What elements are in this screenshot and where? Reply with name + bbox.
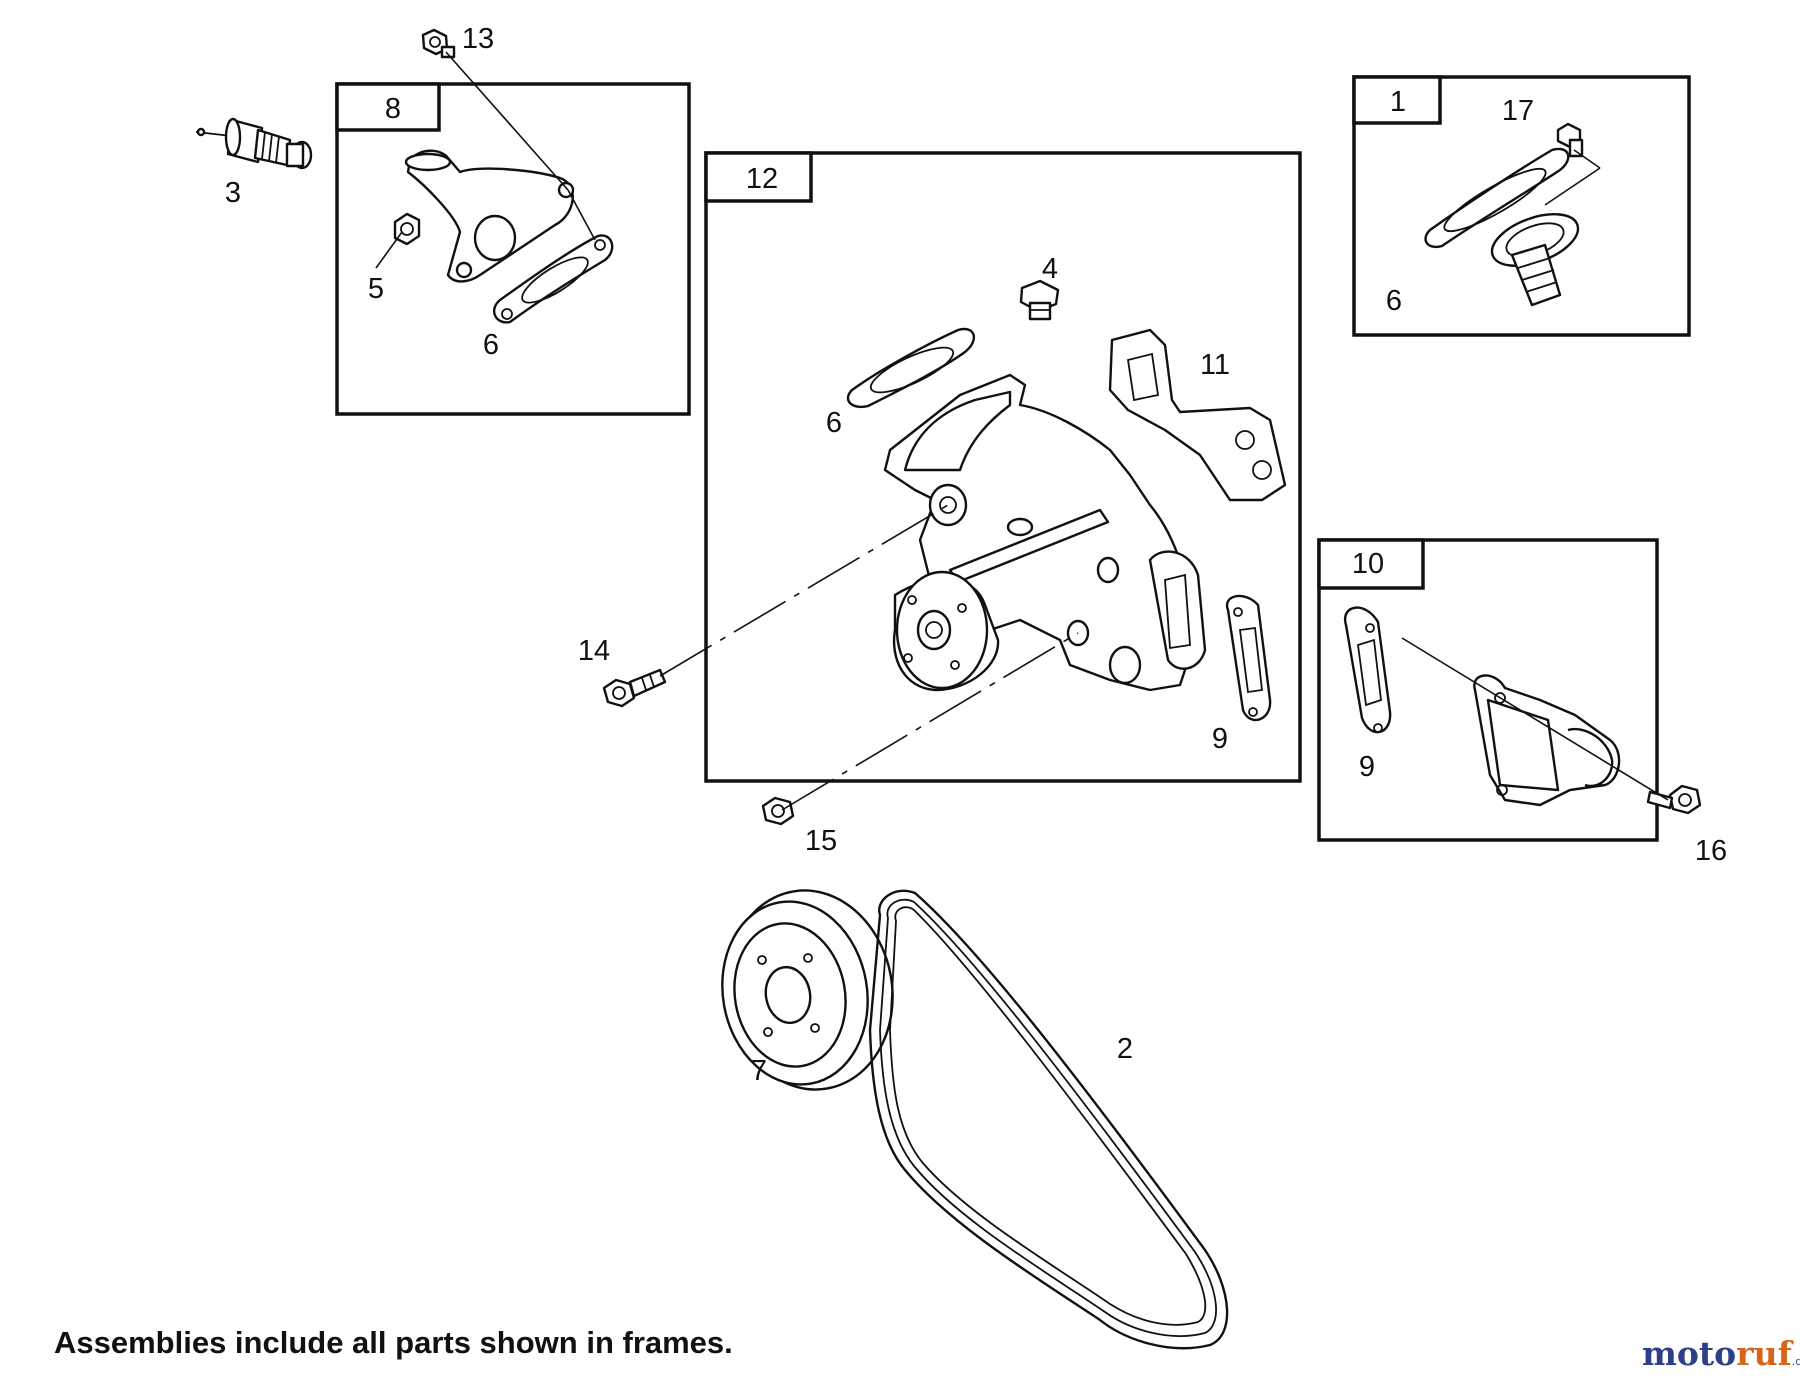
watermark-part-2: ruf [1736, 1334, 1793, 1373]
callout-4: 4 [1042, 253, 1058, 285]
gasket-11-part [1108, 328, 1287, 502]
gasket-6-center-part [846, 327, 976, 409]
bolt-13-part [421, 28, 456, 59]
motoruf-watermark-logo: motoruf.de [1642, 1334, 1800, 1373]
frame-8: 8 [335, 82, 691, 416]
callout-9-frame12: 9 [1212, 723, 1228, 755]
callout-6-frame12: 6 [826, 407, 842, 439]
callout-5: 5 [368, 273, 384, 305]
bolt-17-part [1556, 122, 1584, 158]
temperature-sender-part [195, 117, 313, 170]
callout-2: 2 [1117, 1033, 1133, 1065]
callout-14: 14 [578, 635, 610, 667]
water-outlet-part [404, 149, 575, 283]
frame-10-label: 10 [1352, 548, 1384, 580]
callout-13: 13 [462, 23, 494, 55]
callout-9-frame10: 9 [1359, 751, 1375, 783]
frame-1-label: 1 [1390, 86, 1406, 118]
nut-15-part [761, 796, 795, 826]
gasket-9-center-part [1225, 594, 1272, 722]
callout-6-frame8: 6 [483, 329, 499, 361]
frame-12: 12 [704, 151, 1302, 783]
bolt-16-part [1646, 784, 1702, 815]
callout-15: 15 [805, 825, 837, 857]
watermark-suffix: .de [1792, 1355, 1800, 1368]
frame-12-label: 12 [746, 163, 778, 195]
water-pump-body-part [883, 373, 1207, 692]
callout-17: 17 [1502, 95, 1534, 127]
leader-lines [375, 51, 1669, 811]
svg-text:motoruf.de: motoruf.de [1642, 1334, 1800, 1373]
callout-11: 11 [1200, 349, 1230, 381]
callout-16: 16 [1695, 835, 1727, 867]
assemblies-footnote: Assemblies include all parts shown in fr… [54, 1325, 733, 1360]
v-belt-part [868, 889, 1229, 1350]
callout-7: 7 [751, 1055, 767, 1087]
hex-plug-part [393, 212, 421, 246]
thermostat-part [1490, 213, 1580, 307]
gasket-9-frame10-part [1343, 606, 1392, 734]
callout-6-frame1: 6 [1386, 285, 1402, 317]
bolt-14-part [602, 668, 667, 708]
pulley-part [721, 889, 894, 1091]
frame-8-label: 8 [385, 93, 401, 125]
watermark-part-1: moto [1642, 1334, 1736, 1373]
water-flange-part [1473, 674, 1621, 807]
plug-4-part [1019, 279, 1060, 321]
thermostat-gasket-6-part [1424, 147, 1570, 249]
frame-1: 1 [1352, 75, 1691, 337]
outlet-gasket-part [493, 234, 614, 324]
frame-10: 10 [1317, 538, 1659, 842]
callout-labels: 13 3 5 6 4 11 6 14 9 15 17 6 9 16 2 7 [225, 23, 1727, 1087]
callout-3: 3 [225, 177, 241, 209]
